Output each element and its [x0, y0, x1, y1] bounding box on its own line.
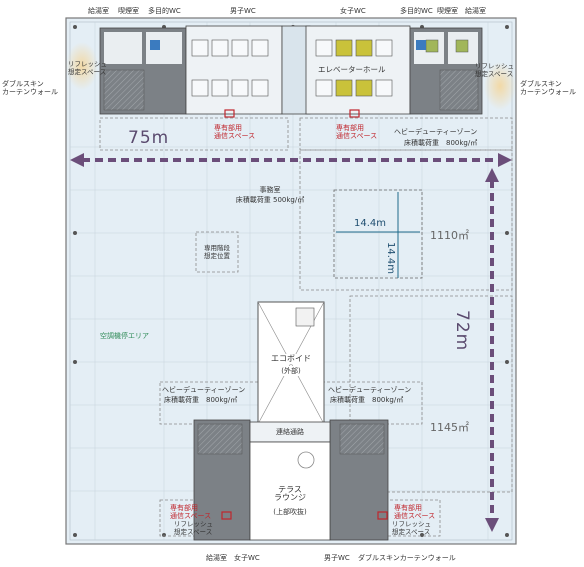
label-joshi-wc-bottom: 女子WC	[234, 554, 260, 562]
label-kitsuenshitsu-top-2: 喫煙室	[437, 7, 458, 15]
heavy-duty-load-sw: 床積載荷重 800kg/㎡	[164, 396, 238, 404]
heavy-duty-load-north: 床積載荷重 800kg/㎡	[404, 139, 478, 147]
comm-space-nw	[224, 109, 235, 118]
toilet-blue-1	[150, 40, 160, 50]
label-kyutoshitsu-top-2: 給湯室	[465, 7, 486, 15]
refresh-glow-ne	[484, 62, 516, 110]
refresh-space-ne: リフレッシュ 想定スペース	[475, 62, 514, 78]
eco-void-name: エコボイド	[270, 354, 312, 364]
office-load: 床積載荷重 500kg/㎡	[235, 196, 305, 204]
terrace-lounge-note: (上部吹抜)	[273, 508, 307, 516]
heavy-duty-title-sw: ヘビーデューティーゾーン	[162, 386, 246, 394]
private-stairs-label: 専用階段 想定位置	[204, 244, 230, 260]
refresh-space-sw: リフレッシュ 想定スペース	[174, 520, 213, 536]
north-core	[99, 25, 483, 115]
span-depth-label: 72m	[452, 310, 472, 352]
grid-y-label: 14.4m	[385, 242, 396, 275]
refresh-space-nw: リフレッシュ 想定スペース	[68, 60, 107, 76]
link-corridor-label: 連絡通路	[276, 428, 304, 436]
double-skin-east: ダブルスキン カーテンウォール	[520, 80, 576, 96]
label-joshi-wc-top: 女子WC	[340, 7, 366, 15]
eco-void-note: (外部)	[280, 366, 302, 376]
double-skin-west: ダブルスキン カーテンウォール	[2, 80, 58, 96]
elevators-north-west	[191, 39, 269, 97]
heavy-duty-title-se: ヘビーデューティーゾーン	[328, 386, 412, 394]
label-kitsuenshitsu-top: 喫煙室	[118, 7, 139, 15]
eco-void-device	[295, 307, 315, 327]
elevators-north-east	[315, 39, 393, 97]
heavy-duty-title-north: ヘビーデューティーゾーン	[394, 128, 478, 136]
span-width-arrow	[70, 153, 512, 167]
comm-space-nw-label: 専有部用 通信スペース	[214, 124, 256, 140]
south-core	[193, 419, 389, 541]
grid-dimension	[336, 192, 420, 278]
office-title: 事務室	[259, 186, 281, 194]
refresh-space-se: リフレッシュ 想定スペース	[392, 520, 431, 536]
area-south: 1145㎡	[430, 421, 469, 434]
ac-unit-area-label: 空調機停エリア	[100, 332, 149, 340]
label-kyutoshitsu-top: 給湯室	[88, 7, 109, 15]
label-double-skin-bottom: ダブルスキンカーテンウォール	[358, 554, 456, 562]
label-tamokuteki-wc-top-2: 多目的WC	[400, 7, 433, 15]
comm-space-se-label: 専有部用 通信スペース	[394, 504, 436, 520]
comm-space-ne-label: 専有部用 通信スペース	[336, 124, 378, 140]
toilet-blue-2	[416, 40, 426, 50]
comm-space-sw	[221, 511, 232, 520]
toilet-green-1	[425, 39, 439, 53]
label-danshi-wc-top: 男子WC	[230, 7, 256, 15]
span-width-label: 75m	[128, 128, 170, 148]
heavy-duty-load-se: 床積載荷重 800kg/㎡	[330, 396, 404, 404]
label-tamokuteki-wc-top: 多目的WC	[148, 7, 181, 15]
comm-space-ne	[349, 109, 360, 118]
elevator-hall-label: エレベーターホール	[318, 65, 386, 74]
refresh-glow-nw	[66, 42, 98, 90]
toilet-green-2	[455, 39, 469, 53]
comm-space-sw-label: 専有部用 通信スペース	[170, 504, 212, 520]
comm-space-se	[377, 511, 388, 520]
label-danshi-wc-bottom: 男子WC	[324, 554, 350, 562]
terrace-lounge-name: テラス ラウンジ	[274, 485, 306, 502]
span-depth-arrow	[485, 168, 499, 532]
area-north: 1110㎡	[430, 229, 469, 242]
grid-x-label: 14.4m	[354, 218, 387, 229]
label-kyutoshitsu-bottom: 給湯室	[206, 554, 227, 562]
